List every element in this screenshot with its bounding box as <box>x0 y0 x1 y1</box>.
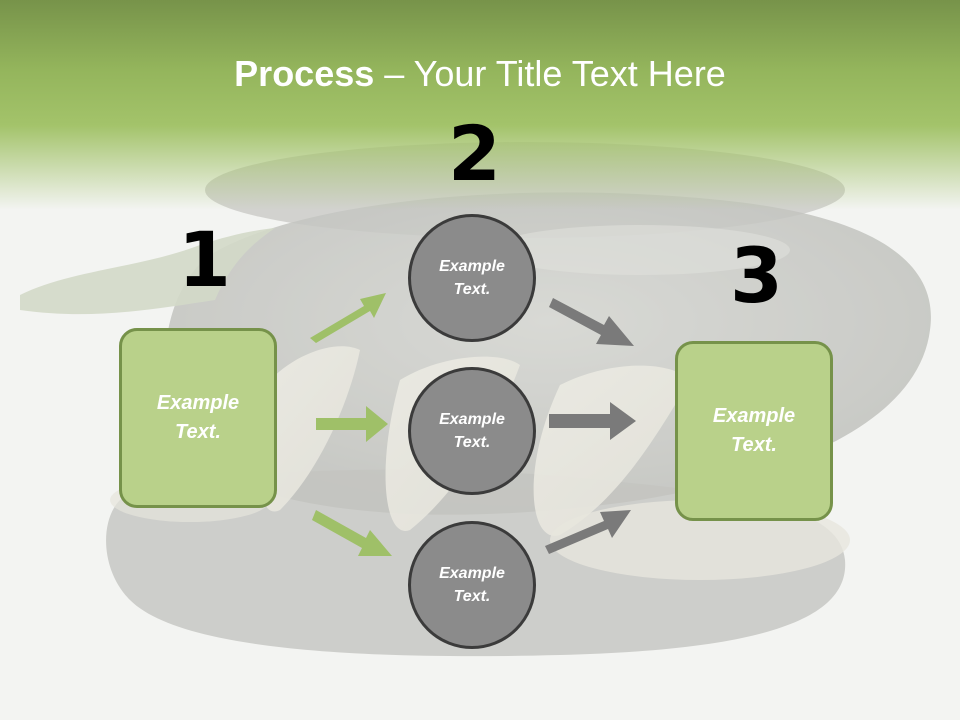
source-box[interactable]: Example Text. <box>119 328 277 508</box>
step-number-3: 3 <box>730 231 783 320</box>
step-number-1: 1 <box>178 215 231 304</box>
process-circle-1-line1: Example <box>439 258 505 275</box>
process-circle-3[interactable]: Example Text. <box>408 521 536 649</box>
title-strong: Process <box>234 53 375 94</box>
process-circle-3-line2: Text. <box>453 588 491 605</box>
target-box-line2: Text. <box>731 434 777 456</box>
process-circle-1-line2: Text. <box>453 281 491 298</box>
process-circle-2[interactable]: Example Text. <box>408 367 536 495</box>
source-box-line1: Example <box>156 392 240 414</box>
slide-title: Process – Your Title Text Here <box>0 52 960 96</box>
header-band <box>0 0 960 210</box>
title-rest: – Your Title Text Here <box>374 53 726 94</box>
source-box-line2: Text. <box>175 421 221 443</box>
target-box[interactable]: Example Text. <box>675 341 833 521</box>
process-circle-1[interactable]: Example Text. <box>408 214 536 342</box>
process-circle-2-line2: Text. <box>453 434 491 451</box>
process-circle-2-line1: Example <box>439 411 505 428</box>
process-circle-3-line1: Example <box>439 565 505 582</box>
step-number-2: 2 <box>448 109 501 198</box>
target-box-line1: Example <box>712 405 796 427</box>
